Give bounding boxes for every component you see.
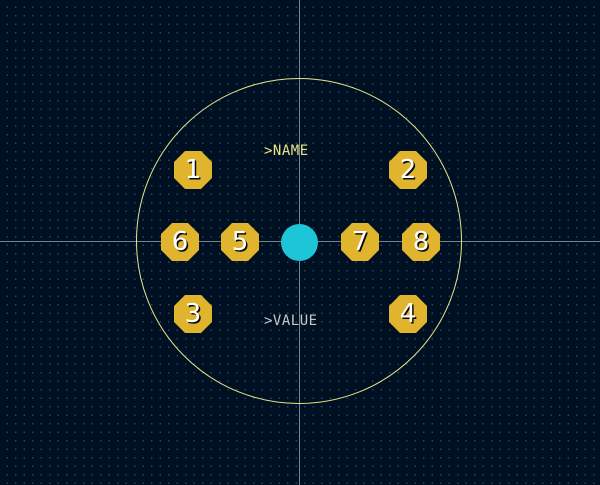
courtyard-outline-circle	[136, 78, 462, 404]
pad-number: 4	[399, 299, 417, 329]
pad-octagon-shape	[389, 295, 427, 333]
pad-7[interactable]: 7	[341, 223, 379, 261]
pad-number: 8	[412, 227, 430, 257]
pad-1[interactable]: 1	[174, 151, 212, 189]
pad-number: 7	[351, 227, 369, 257]
reference-label[interactable]: >NAME	[264, 143, 309, 159]
pad-octagon-shape	[161, 223, 199, 261]
pad-octagon-shape	[341, 223, 379, 261]
pad-octagon-shape	[389, 151, 427, 189]
pad-3[interactable]: 3	[174, 295, 212, 333]
pad-8[interactable]: 8	[402, 223, 440, 261]
pad-5[interactable]: 5	[221, 223, 259, 261]
pad-octagon-shape	[402, 223, 440, 261]
pad-octagon-shape	[221, 223, 259, 261]
pad-number: 3	[184, 299, 202, 329]
pad-number: 2	[399, 155, 417, 185]
value-label[interactable]: >VALUE	[264, 313, 318, 329]
pad-number: 5	[231, 227, 249, 257]
pad-octagon-shape	[174, 295, 212, 333]
pad-6[interactable]: 6	[161, 223, 199, 261]
pad-number: 1	[184, 155, 202, 185]
pad-4[interactable]: 4	[389, 295, 427, 333]
pad-number: 6	[171, 227, 189, 257]
center-mounting-hole[interactable]	[281, 224, 318, 261]
pad-octagon-shape	[174, 151, 212, 189]
pad-2[interactable]: 2	[389, 151, 427, 189]
